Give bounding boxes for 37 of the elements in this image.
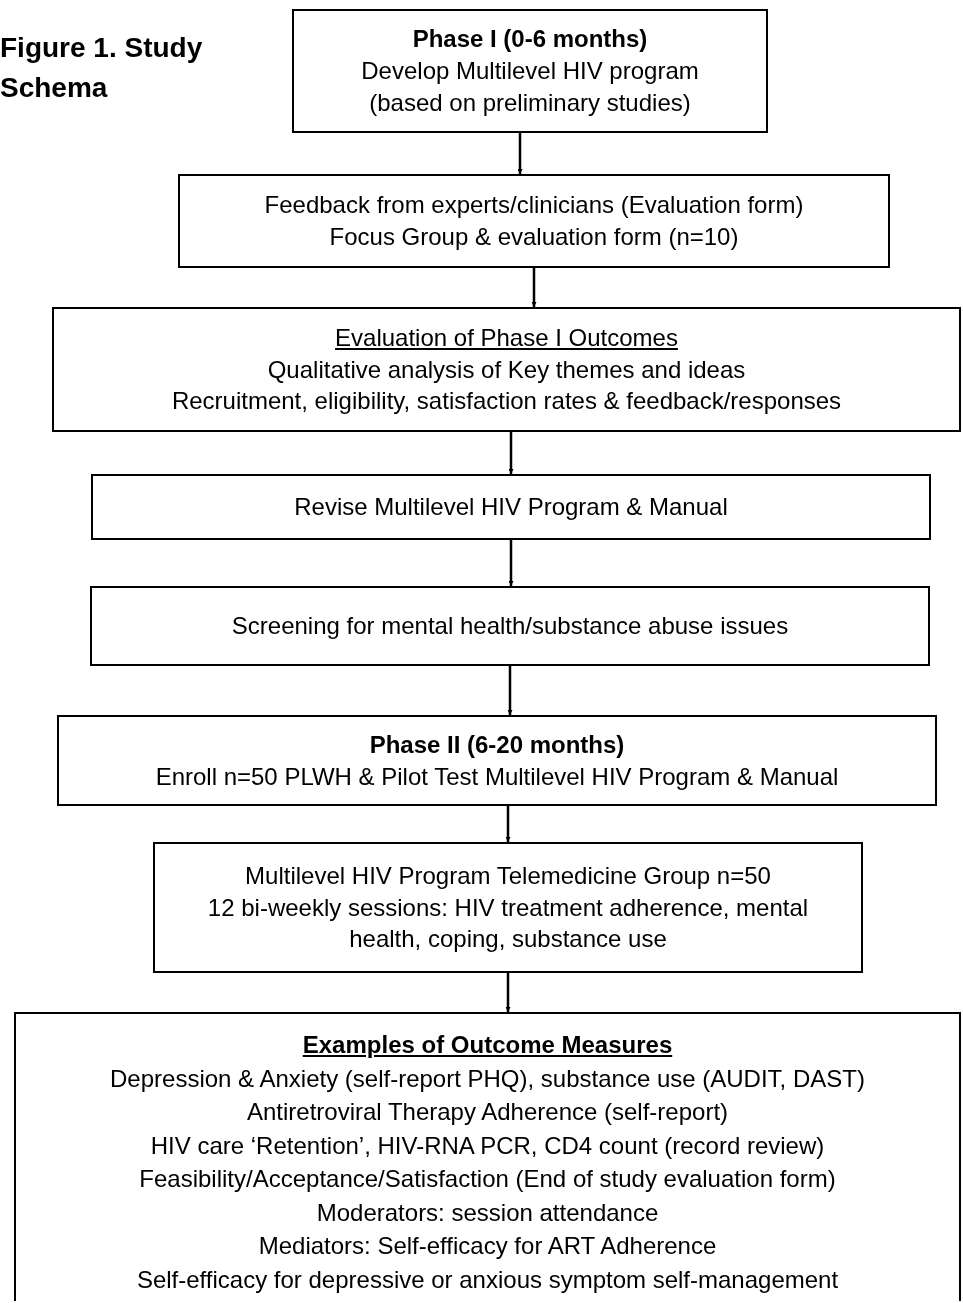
box-text: Feasibility/Acceptance/Satisfaction (End of study evaluation form) [139, 1164, 836, 1194]
box-text: Mediators: Self-efficacy for ART Adherence [258, 1231, 717, 1261]
box-text: Enroll n=50 PLWH & Pilot Test Multilevel HIV Program & Manual [155, 761, 839, 792]
arrow [508, 540, 514, 586]
process-box [90, 586, 930, 666]
box-text: Self-efficacy for depressive or anxious symptom self-management [136, 1264, 839, 1295]
process-box [153, 842, 863, 973]
box-text: Screening for mental health/substance abuse issues [231, 611, 789, 642]
process-box [57, 715, 937, 806]
box-text: 12 bi-weekly sessions: HIV treatment adherence, mental health, coping, substance use [206, 892, 810, 955]
process-box [292, 9, 768, 133]
phase-heading: Phase II (6-20 months) [369, 729, 625, 760]
phase-heading: Phase I (0-6 months) [412, 24, 648, 55]
box-text: Qualitative analysis of Key themes and ideas [267, 354, 746, 385]
box-text: Multilevel HIV Program Telemedicine Group n=50 [245, 860, 771, 891]
box-text: HIV care ‘Retention’, HIV-RNA PCR, CD4 count (record review) [150, 1130, 825, 1161]
figure-title: Figure 1. Study Schema [0, 31, 204, 105]
arrow [505, 806, 511, 842]
process-box [14, 1012, 961, 1301]
box-text: Depression & Anxiety (self-report PHQ), substance use (AUDIT, DAST) [110, 1063, 865, 1094]
section-heading: Examples of Outcome Measures [302, 1030, 673, 1060]
process-box [52, 307, 961, 432]
section-heading: Evaluation of Phase I Outcomes [335, 322, 678, 353]
box-text: Revise Multilevel HIV Program & Manual [294, 492, 728, 523]
box-text: Develop Multilevel HIV program (based on preliminary studies) [360, 56, 700, 118]
process-box [178, 174, 890, 268]
box-text: Feedback from experts/clinicians (Evaluation form) [264, 190, 804, 221]
process-box [91, 474, 931, 540]
arrow [531, 268, 537, 307]
box-text: Focus Group & evaluation form (n=10) [329, 222, 739, 252]
arrow [505, 973, 511, 1012]
box-text: Recruitment, eligibility, satisfaction rates & feedback/responses [171, 386, 842, 417]
arrow [517, 133, 523, 174]
arrow [508, 432, 514, 474]
box-text: Antiretroviral Therapy Adherence (self-report) [246, 1097, 729, 1127]
box-text: Moderators: session attendance [316, 1197, 659, 1228]
arrow [507, 666, 513, 715]
